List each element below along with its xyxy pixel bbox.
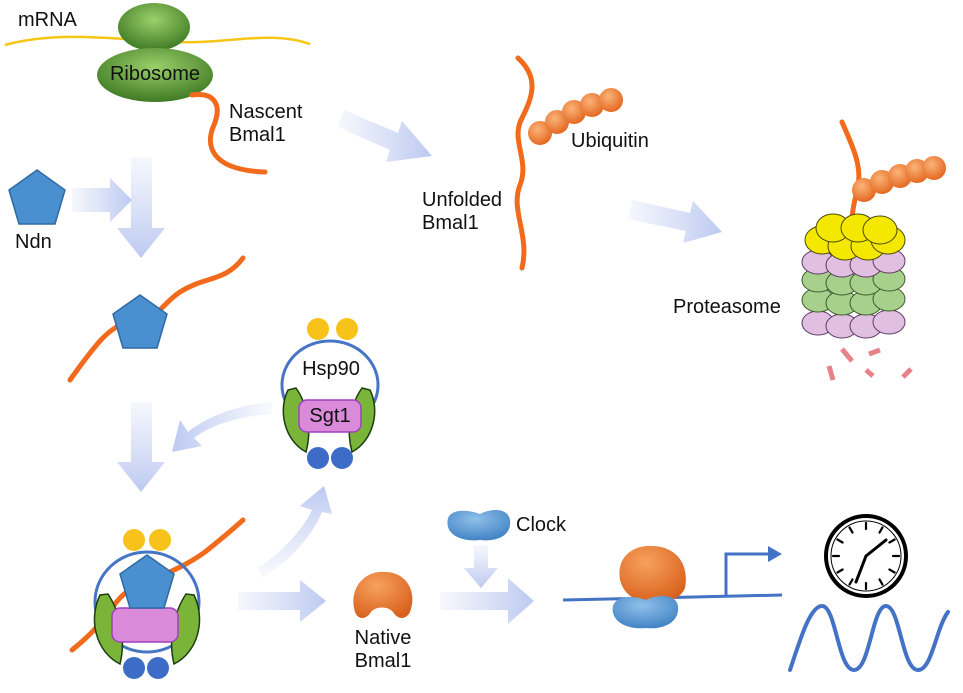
arrow-to-gene <box>440 578 534 624</box>
native-bmal1-label: Native Bmal1 <box>338 627 428 673</box>
ribosome-large-subunit <box>97 48 213 102</box>
bound-bmal1-shape <box>619 545 686 602</box>
ndn-bound-pentagon-icon <box>112 294 168 349</box>
proteasome-icon <box>801 119 946 339</box>
arrow-clock-down <box>464 545 498 588</box>
unfolded-bmal1-label-line2: Bmal1 <box>422 212 479 234</box>
arrow-down-2 <box>117 402 165 492</box>
ubiquitin-chain-icon <box>528 88 623 145</box>
arrow-down-1 <box>117 157 165 258</box>
ndn-label: Ndn <box>15 231 52 253</box>
arrow-to-proteasome <box>628 200 722 243</box>
bmal1-ndn-hsp90-complex <box>69 517 246 679</box>
unfolded-bmal1-label-line1: Unfolded <box>422 189 503 211</box>
hsp90-sgt1-free-complex <box>280 318 380 469</box>
clock-label: Clock <box>516 514 567 536</box>
nascent-bmal1-label-line1: Nascent <box>229 101 303 123</box>
nascent-bmal1-label-line2: Bmal1 <box>229 124 286 146</box>
arrow-ndn-right <box>72 178 132 222</box>
ribosome-small-subunit <box>118 3 190 51</box>
ndn-pentagon-icon <box>8 169 66 225</box>
peptide-fragments <box>826 347 913 381</box>
native-bmal1-shape <box>353 571 413 618</box>
clock-face-icon <box>824 514 908 598</box>
arrow-to-unfolded <box>338 110 432 162</box>
ubiquitin-label: Ubiquitin <box>571 130 649 152</box>
native-bmal1-label-line1: Native <box>354 627 412 649</box>
proteasome-label: Proteasome <box>673 296 781 318</box>
arrow-curved-release-hsp90 <box>258 486 332 578</box>
nascent-bmal1-label: Nascent Bmal1 <box>229 101 302 147</box>
sgt1-label: Sgt1 <box>309 405 351 427</box>
unfolded-bmal1-strand <box>514 55 535 271</box>
transcription-start-arrow <box>724 552 768 595</box>
arrow-curved-hsp90-to-complex <box>172 402 272 452</box>
arrow-to-native-bmal1 <box>238 580 326 622</box>
clock-protein-shape <box>447 510 511 541</box>
nascent-bmal1-strand <box>189 92 268 175</box>
ribosome-label: Ribosome <box>109 63 201 85</box>
unfolded-bmal1-label: Unfolded Bmal1 <box>422 189 502 235</box>
mrna-label: mRNA <box>18 9 77 31</box>
oscillation-wave <box>788 603 950 673</box>
hsp90-label: Hsp90 <box>302 358 360 380</box>
transcription-arrowhead-icon <box>768 546 782 562</box>
native-bmal1-label-line2: Bmal1 <box>354 650 412 672</box>
bound-clock-shape <box>612 596 679 629</box>
